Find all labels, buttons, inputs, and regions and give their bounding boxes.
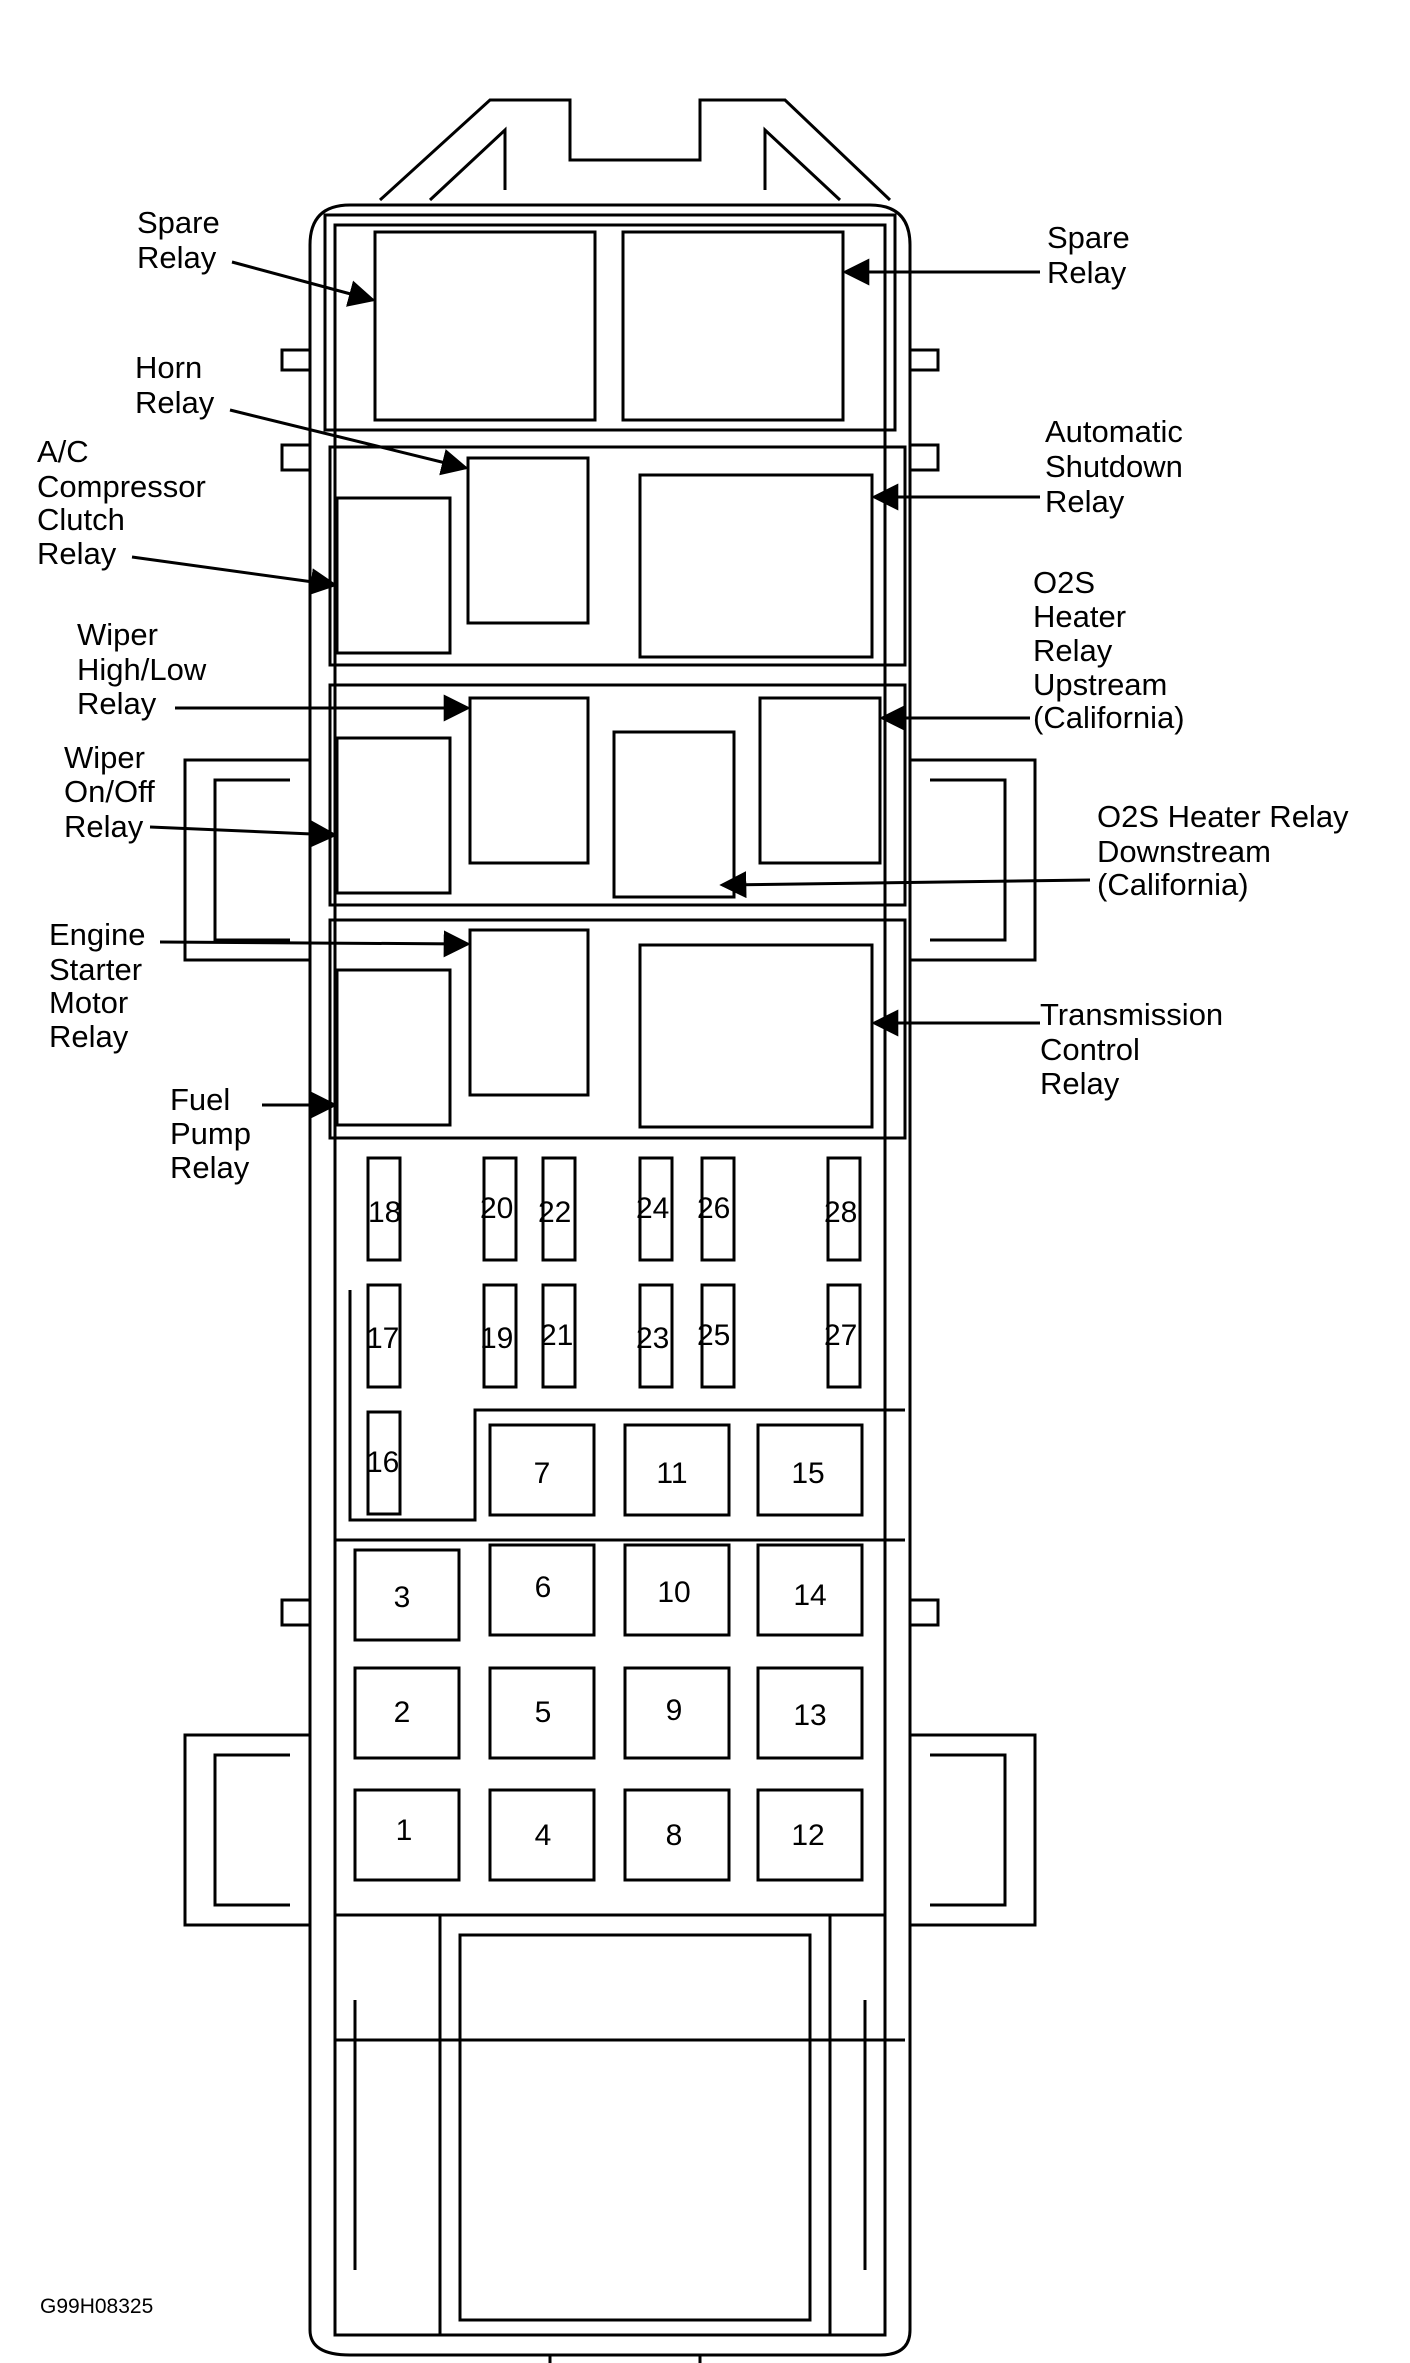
cartridge-fuse-label: 11 xyxy=(656,1457,687,1490)
cartridge-fuse-label: 6 xyxy=(535,1571,552,1604)
label-o2s-heater-relay-upstream: O2S Heater Relay Upstream (California) xyxy=(1033,565,1185,735)
relay-labels: Spare Relay Spare Relay Horn Relay Autom… xyxy=(37,205,1357,1185)
mini-fuse-label: 17 xyxy=(366,1322,399,1355)
mini-fuse-21: 21 xyxy=(540,1283,577,1389)
arrow-ac-compressor-clutch-relay xyxy=(131,555,338,596)
label-engine-starter-motor-relay: Engine Starter Motor Relay xyxy=(49,917,154,1054)
cartridge-fuse-9: 9 xyxy=(623,1666,731,1760)
relay-wiper-on-off xyxy=(335,736,452,895)
mini-fuse-27: 27 xyxy=(824,1283,862,1389)
mini-fuse-label: 19 xyxy=(480,1322,513,1355)
label-automatic-shutdown-relay: Automatic Shutdown Relay xyxy=(1045,414,1192,519)
figure-code: G99H08325 xyxy=(40,2295,153,2318)
mini-fuse-label: 26 xyxy=(697,1192,730,1225)
mini-fuse-25: 25 xyxy=(697,1283,736,1389)
label-fuel-pump-relay: Fuel Pump Relay xyxy=(170,1082,260,1185)
mini-fuse-label: 25 xyxy=(697,1319,730,1352)
cartridge-fuse-15: 15 xyxy=(756,1423,864,1517)
cartridge-fuse-10: 10 xyxy=(623,1543,731,1637)
mini-fuse-label: 22 xyxy=(538,1196,571,1229)
cartridge-fuse-7: 7 xyxy=(488,1423,596,1517)
relay-boxes xyxy=(335,230,882,1129)
cartridge-fuse-label: 13 xyxy=(793,1699,826,1732)
label-spare-relay-right: Spare Relay xyxy=(1047,220,1138,290)
label-spare-relay-left: Spare Relay xyxy=(137,205,228,275)
cartridge-fuse-8: 8 xyxy=(623,1788,731,1882)
arrow-horn-relay xyxy=(229,408,469,476)
mini-fuse-16: 16 xyxy=(366,1410,402,1516)
relay-spare-left xyxy=(373,230,597,422)
mini-fuse-label: 18 xyxy=(368,1196,401,1229)
cartridge-fuse-label: 8 xyxy=(666,1819,683,1852)
fuse-area-outline xyxy=(335,1290,905,2042)
mini-fuse-23: 23 xyxy=(636,1283,674,1389)
mini-fuse-label: 28 xyxy=(824,1196,857,1229)
label-o2s-heater-relay-downstream: O2S Heater Relay Downstream (California) xyxy=(1097,799,1357,902)
arrow-engine-starter-relay xyxy=(159,930,471,958)
label-horn-relay: Horn Relay xyxy=(135,350,215,420)
cartridge-fuse-12: 12 xyxy=(756,1788,864,1882)
cartridge-fuse-label: 3 xyxy=(394,1581,411,1614)
cartridge-fuse-label: 10 xyxy=(657,1576,690,1609)
housing-outline xyxy=(183,98,1037,2363)
mini-fuse-18: 18 xyxy=(366,1156,402,1262)
cartridge-fuse-label: 14 xyxy=(793,1579,826,1612)
mini-fuses: 18 20 22 24 26 28 17 19 21 23 25 27 16 xyxy=(366,1156,862,1516)
cartridge-fuse-11: 11 xyxy=(623,1423,731,1517)
mini-fuse-label: 20 xyxy=(480,1192,513,1225)
cartridge-fuse-label: 15 xyxy=(791,1457,824,1490)
mini-fuse-label: 21 xyxy=(540,1319,573,1352)
mini-fuse-24: 24 xyxy=(636,1156,674,1262)
relay-o2s-downstream xyxy=(612,730,736,899)
cartridge-fuse-label: 12 xyxy=(791,1819,824,1852)
relay-spare-right xyxy=(621,230,845,422)
relay-engine-starter xyxy=(468,928,590,1097)
mini-fuse-label: 24 xyxy=(636,1192,669,1225)
mini-fuse-20: 20 xyxy=(480,1156,518,1262)
mini-fuse-19: 19 xyxy=(480,1283,518,1389)
cartridge-fuse-label: 7 xyxy=(534,1457,551,1490)
mini-fuse-26: 26 xyxy=(697,1156,736,1262)
relay-wiper-high-low xyxy=(468,696,590,865)
cartridge-fuse-6: 6 xyxy=(488,1543,596,1637)
relay-fuel-pump xyxy=(335,968,452,1127)
relay-transmission-control xyxy=(638,943,874,1129)
cartridge-fuse-1: 1 xyxy=(353,1788,461,1882)
cartridge-fuse-14: 14 xyxy=(756,1543,864,1637)
label-ac-compressor-clutch-relay: A/C Compressor Clutch Relay xyxy=(37,434,214,571)
label-transmission-control-relay: Transmission Control Relay xyxy=(1040,997,1232,1101)
mini-fuse-label: 16 xyxy=(366,1446,399,1479)
mini-fuse-label: 23 xyxy=(636,1322,669,1355)
mini-fuse-22: 22 xyxy=(538,1156,577,1262)
mini-fuse-label: 27 xyxy=(824,1319,857,1352)
cartridge-fuse-label: 9 xyxy=(666,1694,683,1727)
relay-ac-compressor-clutch xyxy=(335,496,452,655)
mini-fuse-28: 28 xyxy=(824,1156,862,1262)
cartridge-fuses: 7 11 15 3 6 10 14 2 5 9 13 1 4 8 12 xyxy=(353,1423,864,1882)
cartridge-fuse-label: 5 xyxy=(535,1696,552,1729)
cartridge-fuse-13: 13 xyxy=(756,1666,864,1760)
cartridge-fuse-3: 3 xyxy=(353,1548,461,1642)
cartridge-fuse-label: 2 xyxy=(394,1696,411,1729)
leader-arrows xyxy=(131,258,1091,1119)
cartridge-fuse-4: 4 xyxy=(488,1788,596,1882)
relay-panels xyxy=(323,213,907,1140)
relay-automatic-shutdown xyxy=(638,473,874,659)
arrow-wiper-on-off-relay xyxy=(149,820,338,848)
label-wiper-on-off-relay: Wiper On/Off Relay xyxy=(64,740,163,844)
cartridge-fuse-5: 5 xyxy=(488,1666,596,1760)
arrow-o2s-downstream-relay xyxy=(719,871,1091,899)
cartridge-fuse-2: 2 xyxy=(353,1666,461,1760)
relay-horn xyxy=(466,456,590,625)
cartridge-fuse-label: 4 xyxy=(535,1819,552,1852)
cartridge-fuse-label: 1 xyxy=(396,1814,413,1847)
mini-fuse-17: 17 xyxy=(366,1283,402,1389)
relay-o2s-upstream xyxy=(758,696,882,865)
arrow-spare-relay-left xyxy=(231,260,376,307)
label-wiper-high-low-relay: Wiper High/Low Relay xyxy=(77,617,215,721)
